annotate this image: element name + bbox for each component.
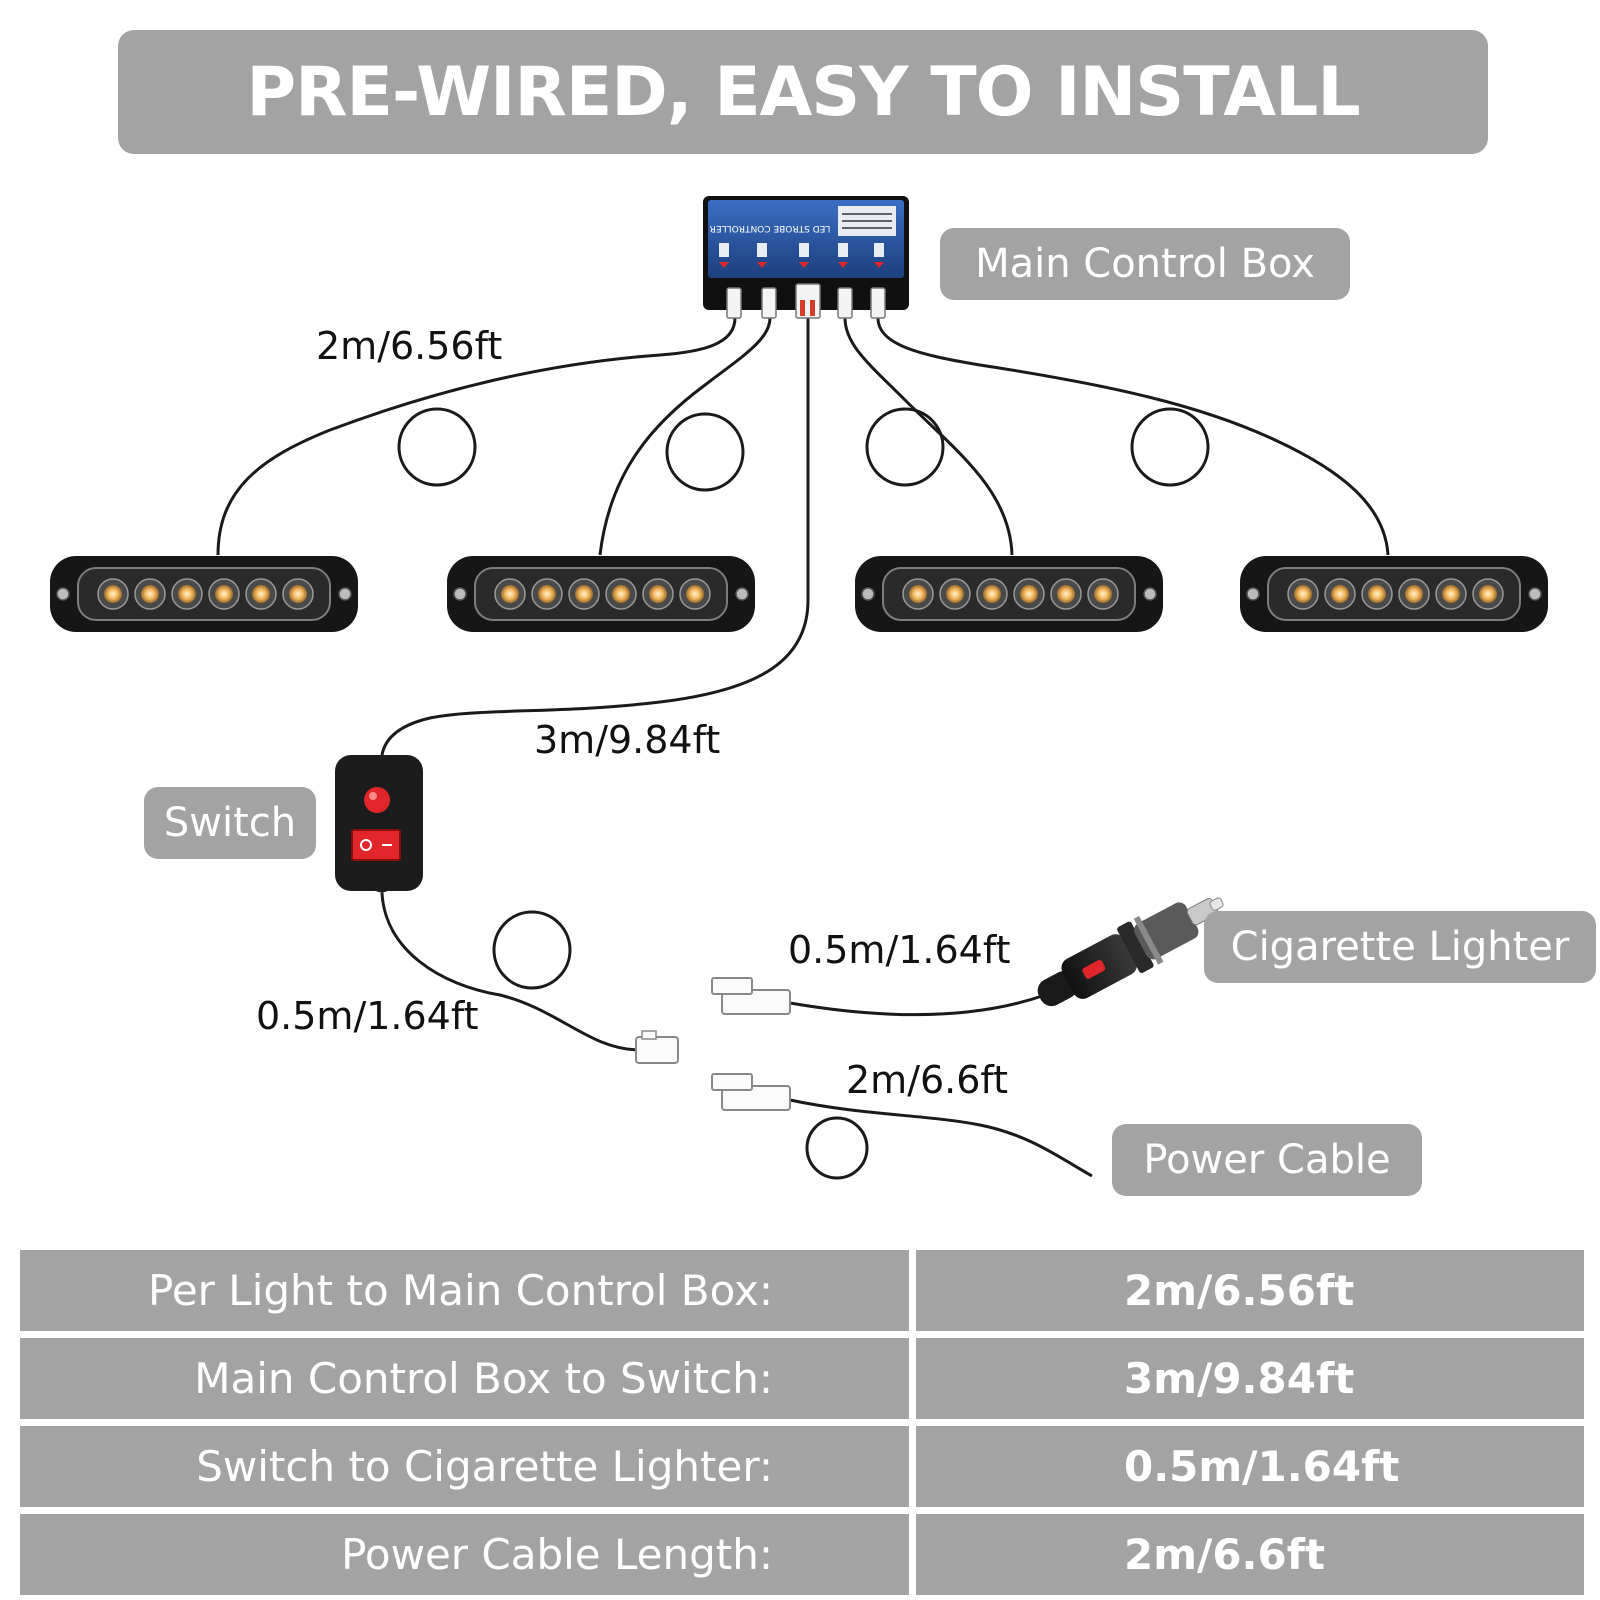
led-bulb — [983, 585, 1001, 603]
cable-light-4 — [876, 317, 1390, 556]
spec-table: Per Light to Main Control Box: 2m/6.56ft… — [20, 1243, 1584, 1600]
led-bulb — [649, 585, 667, 603]
switch-cable-coil — [492, 910, 572, 990]
led-bulb — [1331, 585, 1349, 603]
led-bulb — [612, 585, 630, 603]
length-switch-cable: 0.5m/1.64ft — [256, 994, 479, 1038]
led-bulb — [686, 585, 704, 603]
led-bulb — [215, 585, 233, 603]
led-bulb — [1094, 585, 1112, 603]
led-bulb — [1405, 585, 1423, 603]
page-title: PRE-WIRED, EASY TO INSTALL — [246, 52, 1360, 132]
cable-coil-2 — [665, 412, 745, 492]
spec-value: 3m/9.84ft — [916, 1338, 1584, 1419]
cable-coil-1 — [397, 407, 477, 487]
switch-rocker — [351, 829, 401, 861]
power-cable — [789, 1098, 1093, 1180]
label-power-cable: Power Cable — [1112, 1124, 1422, 1196]
lighter-plug — [1037, 897, 1224, 1007]
led-bulb — [1057, 585, 1075, 603]
spec-label: Per Light to Main Control Box: — [20, 1250, 916, 1331]
label-switch: Switch — [144, 787, 316, 859]
led-bulb — [178, 585, 196, 603]
spec-label: Switch to Cigarette Lighter: — [20, 1426, 916, 1507]
title-banner: PRE-WIRED, EASY TO INSTALL — [118, 30, 1488, 154]
cable-box-to-switch — [380, 318, 810, 756]
table-row: Main Control Box to Switch: 3m/9.84ft — [20, 1338, 1584, 1419]
led-bulb — [909, 585, 927, 603]
led-bulb — [575, 585, 593, 603]
label-cigarette-lighter: Cigarette Lighter — [1204, 911, 1596, 983]
light-cables — [216, 317, 1390, 556]
cable-coil-3 — [865, 407, 945, 487]
led-light-bar — [447, 556, 755, 632]
label-main-control-box-text: Main Control Box — [975, 241, 1315, 287]
spec-value: 2m/6.6ft — [916, 1514, 1584, 1595]
led-bulb — [1294, 585, 1312, 603]
led-bulb — [1020, 585, 1038, 603]
led-bulb — [141, 585, 159, 603]
table-row: Switch to Cigarette Lighter: 0.5m/1.64ft — [20, 1426, 1584, 1507]
table-row: Power Cable Length: 2m/6.6ft — [20, 1514, 1584, 1595]
led-light-bar — [855, 556, 1163, 632]
switch-indicator-light — [364, 787, 390, 813]
light-bars — [50, 556, 1548, 632]
table-row: Per Light to Main Control Box: 2m/6.56ft — [20, 1250, 1584, 1331]
switch-connector — [635, 1030, 679, 1064]
spec-value: 0.5m/1.64ft — [916, 1426, 1584, 1507]
led-light-bar — [1240, 556, 1548, 632]
spec-value: 2m/6.56ft — [916, 1250, 1584, 1331]
led-bulb — [1479, 585, 1497, 603]
led-bulb — [252, 585, 270, 603]
control-box-print: LED STROBE CONTROLLER — [710, 223, 831, 233]
cable-light-1 — [216, 317, 737, 556]
led-bulb — [946, 585, 964, 603]
led-light-bar — [50, 556, 358, 632]
lighter-cable — [789, 993, 1046, 1017]
label-main-control-box: Main Control Box — [940, 228, 1350, 300]
cable-light-2 — [598, 317, 772, 556]
length-lighter-cable: 0.5m/1.64ft — [788, 928, 1011, 972]
label-power-cable-text: Power Cable — [1143, 1137, 1391, 1183]
spec-label: Main Control Box to Switch: — [20, 1338, 916, 1419]
switch-device — [335, 755, 423, 893]
led-bulb — [289, 585, 307, 603]
led-bulb — [501, 585, 519, 603]
power-connector — [711, 1073, 791, 1111]
led-bulb — [104, 585, 122, 603]
length-power-cable: 2m/6.6ft — [846, 1058, 1009, 1102]
led-bulb — [538, 585, 556, 603]
led-bulb — [1442, 585, 1460, 603]
switch-cable — [380, 892, 641, 1052]
control-box: LED STROBE CONTROLLER — [703, 196, 909, 319]
length-box-to-switch: 3m/9.84ft — [534, 718, 721, 762]
spec-label: Power Cable Length: — [20, 1514, 916, 1595]
power-cable-coil — [805, 1116, 869, 1180]
cable-coil-4 — [1130, 407, 1210, 487]
length-light-to-box: 2m/6.56ft — [316, 324, 503, 368]
led-bulb — [1368, 585, 1386, 603]
label-switch-text: Switch — [163, 800, 297, 846]
label-cigarette-lighter-text: Cigarette Lighter — [1230, 924, 1570, 970]
lighter-connector — [711, 977, 791, 1015]
